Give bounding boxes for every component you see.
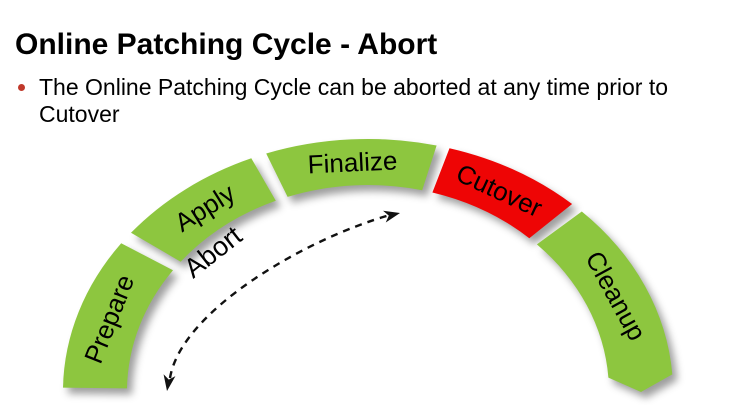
bullet-line-1: The Online Patching Cycle can be aborted… — [39, 74, 669, 100]
page-title: Online Patching Cycle - Abort — [15, 28, 438, 62]
segment-cutover — [432, 148, 573, 239]
bullet-item: The Online Patching Cycle can be aborted… — [16, 74, 736, 128]
segment-finalize — [266, 139, 437, 197]
segment-apply — [131, 158, 276, 262]
bullet-marker-icon — [18, 84, 25, 91]
abort-arrow-path — [168, 213, 391, 379]
abort-arrowhead-back-icon — [163, 374, 176, 391]
bullet-line-2: Cutover — [39, 101, 120, 127]
segment-cleanup — [536, 211, 673, 392]
bullet-text: The Online Patching Cycle can be aborted… — [39, 74, 668, 128]
segment-prepare — [63, 243, 173, 389]
segment-label-finalize: Finalize — [307, 145, 398, 179]
abort-arrowhead-forward-icon — [383, 210, 400, 223]
